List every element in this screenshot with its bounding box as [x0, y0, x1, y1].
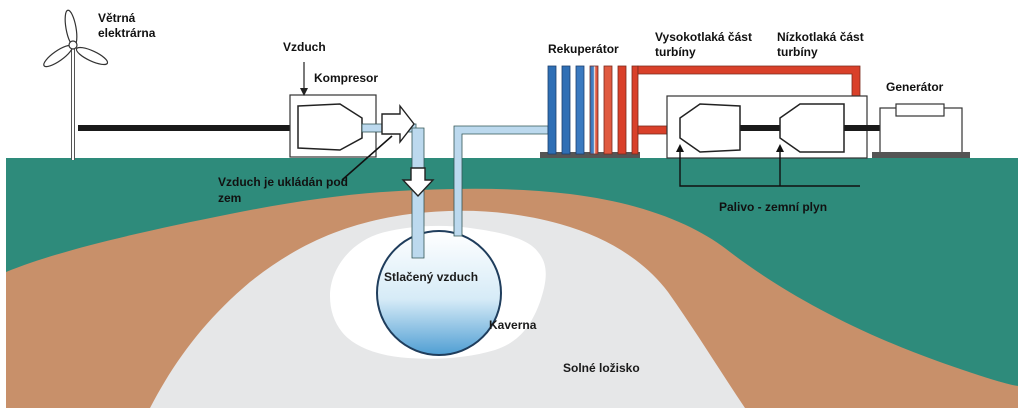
- hot-pipe-top: [637, 65, 861, 97]
- lp-turbine-icon: [779, 103, 845, 153]
- air-stored-label-line1: Vzduch je ukládán pod: [218, 175, 349, 189]
- compressed-air-sphere: [376, 230, 502, 356]
- wind-turbine-label-line2: elektrárna: [98, 26, 156, 40]
- cavern-label: Kaverna: [489, 318, 537, 332]
- generator-label: Generátor: [886, 80, 944, 94]
- air-stored-label-line2: zem: [218, 191, 242, 205]
- compressor-icon: [297, 103, 363, 151]
- storage-pointer: [341, 135, 393, 181]
- air-flow-arrow-down: [401, 167, 435, 198]
- hp-turbine-label-line1: Vysokotlaká část: [655, 30, 752, 44]
- recuperator-label: Rekuperátor: [548, 42, 619, 56]
- recuperator-base: [540, 152, 640, 158]
- wind-turbine-icon: [43, 9, 109, 160]
- lp-turbine-label-line2: turbíny: [777, 45, 818, 59]
- lp-turbine-label-line1: Nízkotlaká část: [777, 30, 864, 44]
- salt-deposit-label: Solné ložisko: [563, 361, 640, 375]
- air-label: Vzduch: [283, 40, 326, 54]
- recuperator-icon: [547, 65, 639, 155]
- fuel-lines: [679, 150, 860, 187]
- wind-turbine-label-line1: Větrná: [98, 11, 136, 25]
- compressed-air-label: Stlačený vzduch: [384, 270, 479, 284]
- drive-shaft-generator: [843, 125, 881, 131]
- hp-turbine-label-line2: turbíny: [655, 45, 696, 59]
- air-flow-arrow-right: [381, 103, 415, 145]
- generator-icon: [895, 103, 945, 117]
- drive-shaft-turbines: [738, 125, 783, 131]
- hp-turbine-icon: [679, 103, 741, 153]
- drive-shaft-left: [78, 125, 294, 131]
- generator-base: [872, 152, 970, 158]
- compressor-label: Kompresor: [314, 71, 379, 85]
- fuel-label: Palivo - zemní plyn: [719, 200, 828, 214]
